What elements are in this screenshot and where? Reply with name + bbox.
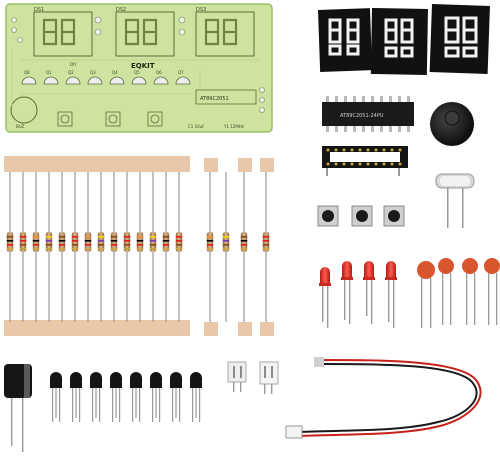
pcb-button-footprints xyxy=(57,111,163,127)
transistor xyxy=(150,372,162,422)
svg-text:Q3: Q3 xyxy=(90,70,96,75)
crystal-icon xyxy=(435,173,475,228)
pcb-traces xyxy=(11,50,260,110)
transistor xyxy=(170,372,182,422)
svg-text:Q1: Q1 xyxy=(46,70,52,75)
resistor xyxy=(110,172,118,322)
transistor xyxy=(50,372,62,422)
pcb-brand: EQKIT xyxy=(131,62,155,70)
pcb-crystal-label: Y1 12MHz xyxy=(223,124,244,129)
svg-text:Q4: Q4 xyxy=(112,70,118,75)
resistor xyxy=(240,172,248,322)
transistor xyxy=(90,372,102,422)
resistor xyxy=(97,172,105,322)
pcb-buzzer-label: BUZ xyxy=(16,124,25,129)
resistor xyxy=(162,172,170,322)
resistor xyxy=(6,172,14,322)
resistor xyxy=(19,172,27,322)
capacitor-icon xyxy=(417,258,500,328)
ic-socket-icon xyxy=(322,146,408,176)
resistor xyxy=(84,172,92,322)
cable-icon xyxy=(285,357,482,439)
svg-text:Q6: Q6 xyxy=(156,70,162,75)
pcb-transistor-footprints xyxy=(21,76,191,85)
led-icon xyxy=(319,261,397,328)
transistor xyxy=(110,372,122,422)
svg-text:Q5: Q5 xyxy=(134,70,140,75)
resistor xyxy=(45,172,53,322)
resistor xyxy=(71,172,79,322)
pcb-ds1-label: DS1 xyxy=(34,7,44,13)
pcb-ds2-label: DS2 xyxy=(116,7,126,13)
seven-segment-icon xyxy=(318,4,490,75)
button-icon xyxy=(317,205,405,227)
resistor xyxy=(206,172,214,322)
resistor xyxy=(123,172,131,322)
svg-text:Q2: Q2 xyxy=(68,70,74,75)
display-segments xyxy=(328,16,478,58)
transistor xyxy=(70,372,82,422)
resistor xyxy=(32,172,40,322)
pcb-version: DIY xyxy=(70,62,77,67)
pcb-cap-label: C1 10uF xyxy=(188,124,205,129)
connector-icon xyxy=(227,361,279,394)
pcb-chip-label: AT89C2051 xyxy=(200,96,229,102)
resistor xyxy=(136,172,144,322)
svg-text:Q7: Q7 xyxy=(178,70,184,75)
transistor xyxy=(190,372,202,422)
resistor xyxy=(222,172,230,322)
ic-chip: AT89C2051-24PU xyxy=(322,96,414,132)
pcb-board: DS1 DS2 DS3 EQKIT DIY Q1 Q2 Q3 Q4 Q5 xyxy=(5,3,273,133)
pcb-transistor-labels: Q1 Q2 Q3 Q4 Q5 Q6 Q7 Q8 xyxy=(24,70,184,75)
resistor xyxy=(149,172,157,322)
transistor xyxy=(130,372,142,422)
resistor-strip xyxy=(4,156,274,336)
buzzer-icon xyxy=(430,102,474,146)
svg-text:Q8: Q8 xyxy=(24,70,30,75)
pcb-digit-silkscreen xyxy=(42,18,238,46)
transistor-icon xyxy=(50,372,202,422)
pcb-pads xyxy=(11,16,265,113)
resistor-icon xyxy=(6,172,270,322)
resistor xyxy=(175,172,183,322)
resistor xyxy=(262,172,270,322)
pcb-ds3-label: DS3 xyxy=(196,7,206,13)
ic-marking: AT89C2051-24PU xyxy=(340,113,384,119)
resistor xyxy=(58,172,66,322)
electrolytic-capacitor xyxy=(4,364,32,452)
